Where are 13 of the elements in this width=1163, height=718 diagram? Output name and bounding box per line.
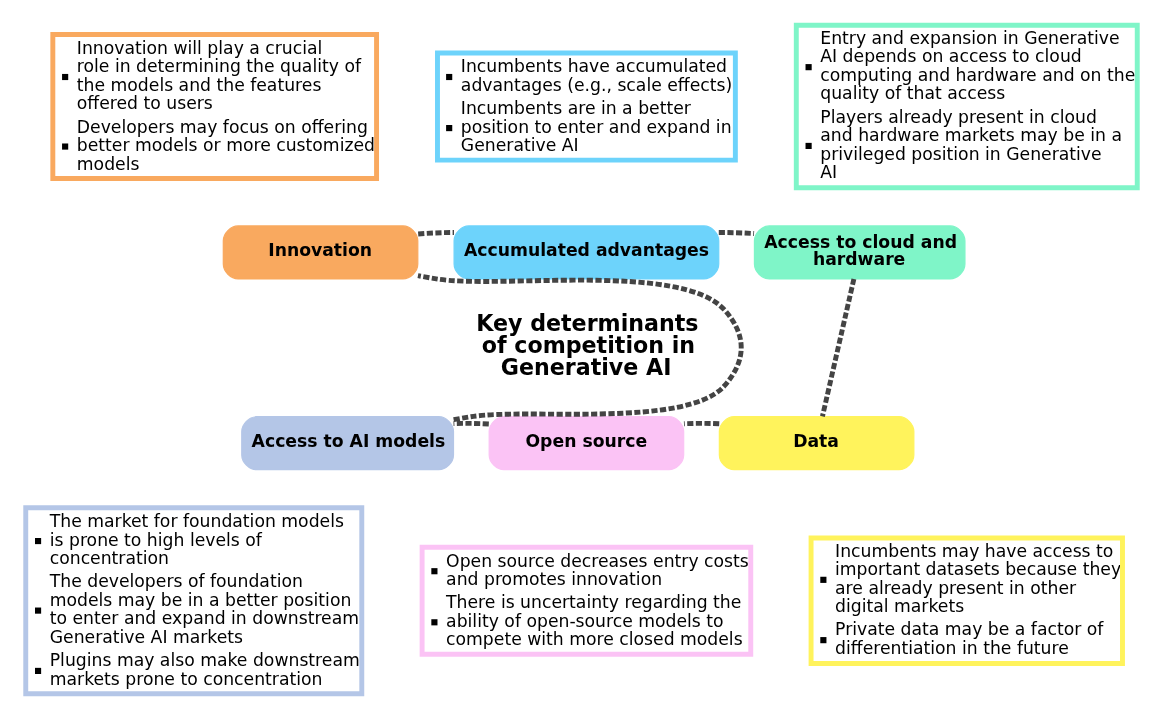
node-box: Open source [488, 415, 685, 470]
node-text: Key determinants of competition in Generative AI [476, 309, 699, 380]
node-box: Data [718, 415, 915, 470]
node-box: Access to cloud and hardware [753, 224, 966, 279]
connector [683, 420, 720, 426]
node-box: Access to AI models [241, 415, 455, 470]
connector [418, 229, 454, 236]
node-box: Accumulated advantages [453, 224, 720, 279]
connector [417, 272, 744, 422]
connector [718, 229, 755, 236]
connector [820, 278, 857, 417]
connector [453, 420, 489, 426]
node-box: Innovation [222, 224, 419, 279]
